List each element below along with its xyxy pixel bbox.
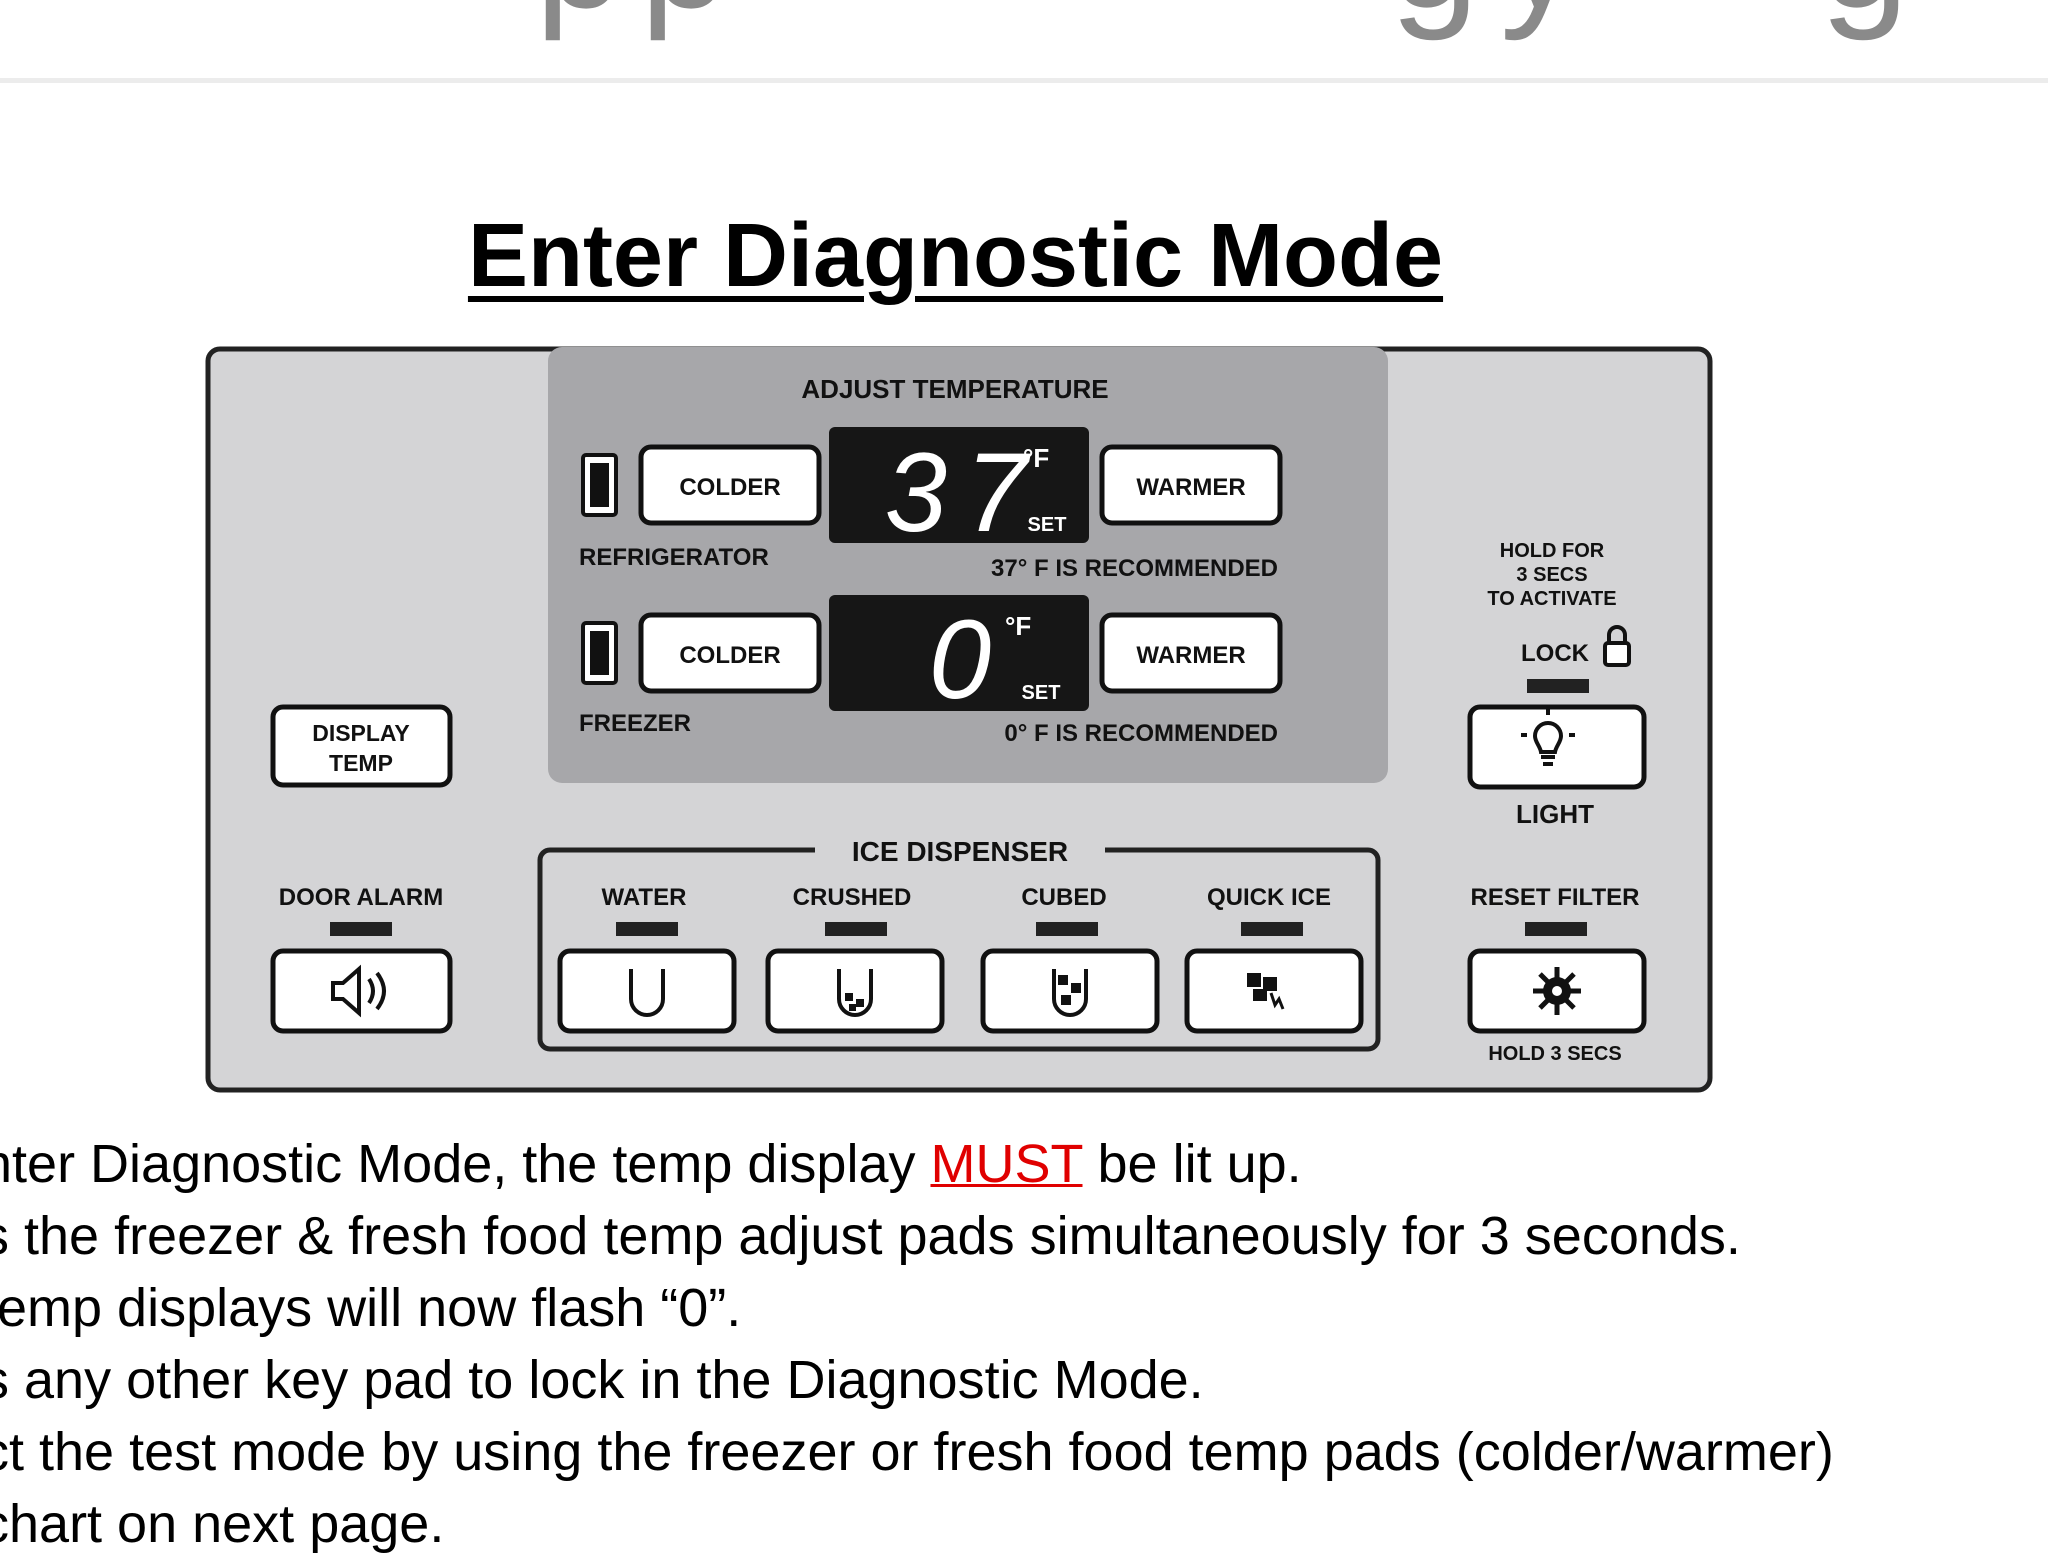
cubed-ice-icon [1052, 969, 1088, 1017]
ice-dispenser-label: ICE DISPENSER [852, 836, 1068, 867]
crushed-button[interactable] [765, 948, 945, 1034]
hold-activate-line2: 3 SECS [1516, 564, 1587, 586]
filter-icon [1533, 967, 1581, 1015]
refrigerator-temp-unit: °F [1023, 443, 1049, 473]
instruction-line-1: nter Diagnostic Mode, the temp display M… [0, 1128, 1834, 1200]
water-glass-icon [629, 969, 665, 1017]
refrigerator-colder-label: COLDER [679, 474, 780, 501]
freezer-warmer-button[interactable]: WARMER [1099, 612, 1283, 694]
lock-icon [1603, 625, 1631, 667]
hold-activate-line1: HOLD FOR [1500, 540, 1605, 562]
slide-title: Enter Diagnostic Mode [467, 206, 1444, 306]
refrigerator-colder-button[interactable]: COLDER [638, 444, 822, 526]
instruction-line-6: chart on next page. [0, 1494, 445, 1554]
lock-indicator [1527, 679, 1589, 693]
instruction-line-3: temp displays will now flash “0”. [0, 1278, 742, 1338]
instruction-1-text: nter Diagnostic Mode, the temp display [0, 1134, 931, 1194]
cropped-header-text: p p g y g [0, 0, 2048, 72]
refrigerator-recommended: 37° F IS RECOMMENDED [991, 555, 1278, 582]
light-button[interactable] [1467, 704, 1647, 790]
header-divider [0, 78, 2048, 83]
display-temp-label-line2: TEMP [329, 750, 393, 776]
water-label: WATER [602, 884, 687, 911]
quick-ice-label: QUICK ICE [1207, 884, 1331, 911]
refrigerator-warmer-label: WARMER [1136, 474, 1245, 501]
crushed-label: CRUSHED [793, 884, 912, 911]
cubed-label: CUBED [1021, 884, 1106, 911]
adjust-temperature-label: ADJUST TEMPERATURE [801, 374, 1108, 404]
reset-filter-button[interactable] [1467, 948, 1647, 1034]
control-panel-diagram: ADJUST TEMPERATURE COLDER 37 °F SET WARM… [205, 346, 1713, 1093]
freezer-temp-value: 0 [929, 597, 991, 722]
freezer-temp-unit: °F [1005, 611, 1031, 641]
quick-ice-indicator [1241, 922, 1303, 936]
freezer-colder-button[interactable]: COLDER [638, 612, 822, 694]
water-indicator [616, 922, 678, 936]
instruction-1-tail: be lit up. [1082, 1134, 1302, 1194]
refrigerator-label: REFRIGERATOR [579, 544, 769, 571]
freezer-warmer-label: WARMER [1136, 642, 1245, 669]
quick-ice-button[interactable] [1184, 948, 1364, 1034]
light-label: LIGHT [1516, 799, 1594, 829]
freezer-recommended: 0° F IS RECOMMENDED [1004, 720, 1278, 747]
lock-label: LOCK [1521, 640, 1590, 667]
freezer-label: FREEZER [579, 710, 691, 737]
refrigerator-warmer-button[interactable]: WARMER [1099, 444, 1283, 526]
refrigerator-temp-display [829, 427, 1089, 543]
display-temp-button[interactable]: DISPLAY TEMP [270, 704, 453, 788]
refrigerator-set-label: SET [1028, 514, 1067, 536]
display-temp-label-line1: DISPLAY [312, 720, 410, 746]
freezer-set-label: SET [1022, 682, 1061, 704]
door-alarm-button[interactable] [270, 948, 453, 1034]
quick-ice-icon [1247, 973, 1285, 1010]
door-alarm-label: DOOR ALARM [279, 884, 443, 911]
water-button[interactable] [557, 948, 737, 1034]
cubed-indicator [1036, 922, 1098, 936]
speaker-icon [331, 964, 386, 1018]
freezer-colder-label: COLDER [679, 642, 780, 669]
instruction-line-4: s any other key pad to lock in the Diagn… [0, 1350, 1204, 1410]
door-alarm-indicator [330, 922, 392, 936]
instruction-line-5: ct the test mode by using the freezer or… [0, 1422, 1834, 1482]
reset-filter-indicator [1525, 922, 1587, 936]
cubed-button[interactable] [980, 948, 1160, 1034]
ice-dispenser-frame [537, 847, 1381, 1052]
instructions: nter Diagnostic Mode, the temp display M… [0, 1128, 1834, 1560]
must-emphasis: MUST [930, 1134, 1083, 1194]
hold-3-secs-label: HOLD 3 SECS [1488, 1043, 1621, 1065]
freezer-temp-display [829, 595, 1089, 711]
light-bulb-icon [1521, 709, 1575, 766]
crushed-ice-icon [837, 969, 873, 1017]
hold-activate-line3: TO ACTIVATE [1487, 588, 1616, 610]
crushed-indicator [825, 922, 887, 936]
reset-filter-label: RESET FILTER [1471, 884, 1640, 911]
refrigerator-temp-value: 37 [885, 430, 1046, 555]
instruction-line-2: s the freezer & fresh food temp adjust p… [0, 1206, 1741, 1266]
